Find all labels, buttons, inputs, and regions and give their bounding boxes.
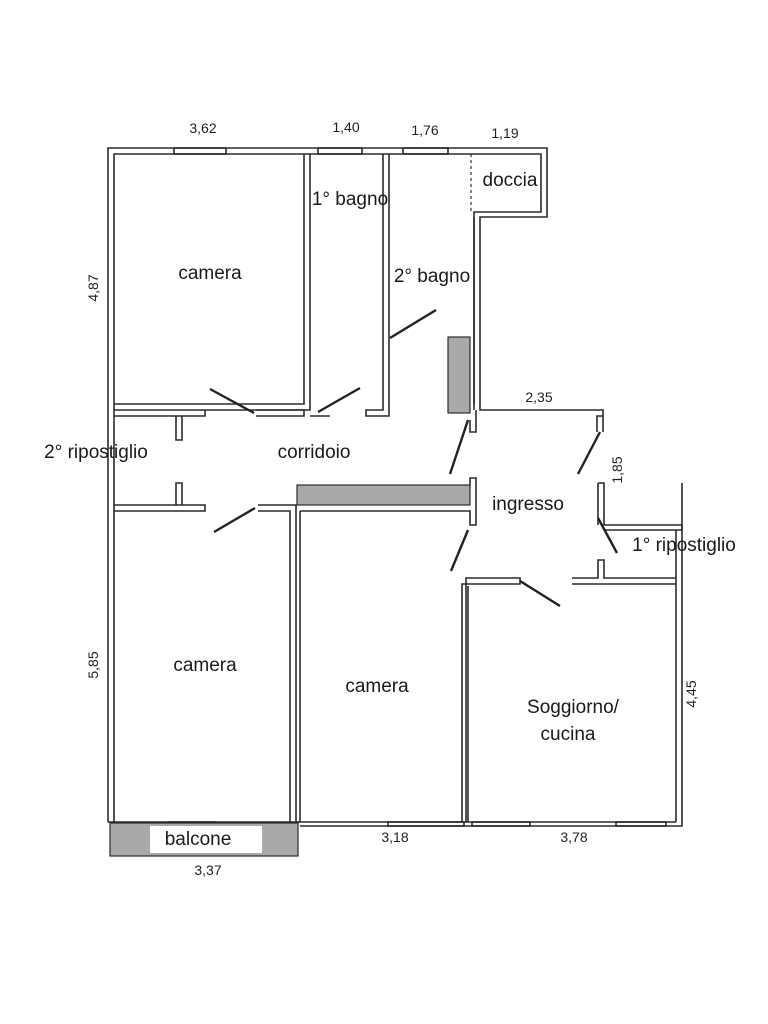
- wardrobe-fill: [296, 484, 471, 506]
- room-label-doccia: doccia: [483, 170, 538, 191]
- doors: [209, 308, 619, 608]
- room-label-cucina: cucina: [541, 724, 596, 745]
- room-label-corridoio: corridoio: [278, 442, 351, 463]
- dim-top-bagno1: 1,40: [332, 119, 359, 135]
- dim-top-doccia: 1,19: [491, 125, 518, 141]
- dim-top-bagno2: 1,76: [411, 122, 438, 138]
- dim-soggiorno-right: 4,45: [683, 680, 699, 707]
- dim-ingresso-right: 1,85: [609, 456, 625, 483]
- room-label-camera-mid: camera: [345, 676, 409, 697]
- windows: [167, 147, 667, 827]
- balcony: [109, 822, 299, 857]
- room-label-camera-left: camera: [173, 655, 237, 676]
- room-label-balcone: balcone: [165, 829, 232, 850]
- dim-bottom-camera: 3,18: [381, 829, 408, 845]
- room-label-ingresso: ingresso: [492, 494, 564, 515]
- room-label-bagno2: 2° bagno: [394, 266, 470, 287]
- dim-top-camera: 3,62: [189, 120, 216, 136]
- dim-ingresso-top: 2,35: [525, 389, 552, 405]
- dim-bottom-soggiorno: 3,78: [560, 829, 587, 845]
- room-label-ripostiglio1: 1° ripostiglio: [632, 535, 736, 556]
- dim-left-top: 4,87: [85, 274, 101, 301]
- room-label-soggiorno: Soggiorno/: [527, 697, 620, 718]
- room-label-bagno1: 1° bagno: [312, 189, 388, 210]
- dim-left-bottom: 5,85: [85, 651, 101, 678]
- inner-walls: [114, 154, 683, 822]
- dim-bottom-balcone: 3,37: [194, 862, 221, 878]
- closet-fill: [447, 336, 471, 414]
- room-label-camera-top: camera: [178, 263, 242, 284]
- room-label-ripostiglio2: 2° ripostiglio: [44, 442, 148, 463]
